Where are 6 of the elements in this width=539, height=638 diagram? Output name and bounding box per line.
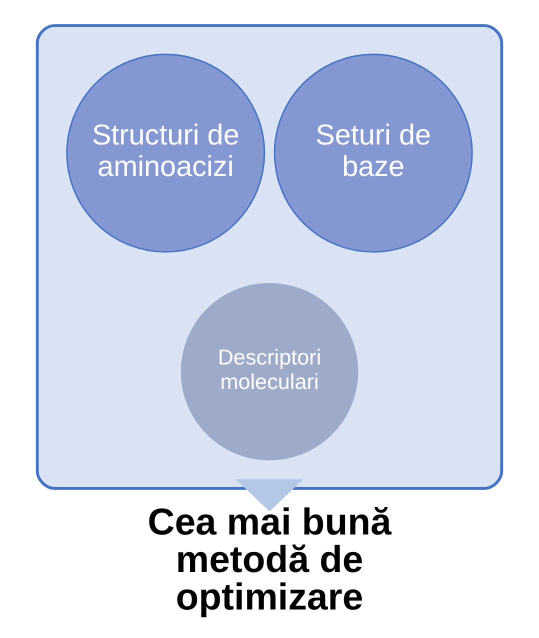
arrow — [236, 479, 304, 512]
node-circle: Seturi de baze — [274, 54, 473, 253]
node-circle: Descriptori moleculari — [180, 282, 358, 460]
cluster — [36, 24, 504, 490]
node-text: Cea mai bună metodă de optimizare — [148, 500, 392, 618]
node-circle: Structuri de aminoacizi — [66, 54, 266, 253]
